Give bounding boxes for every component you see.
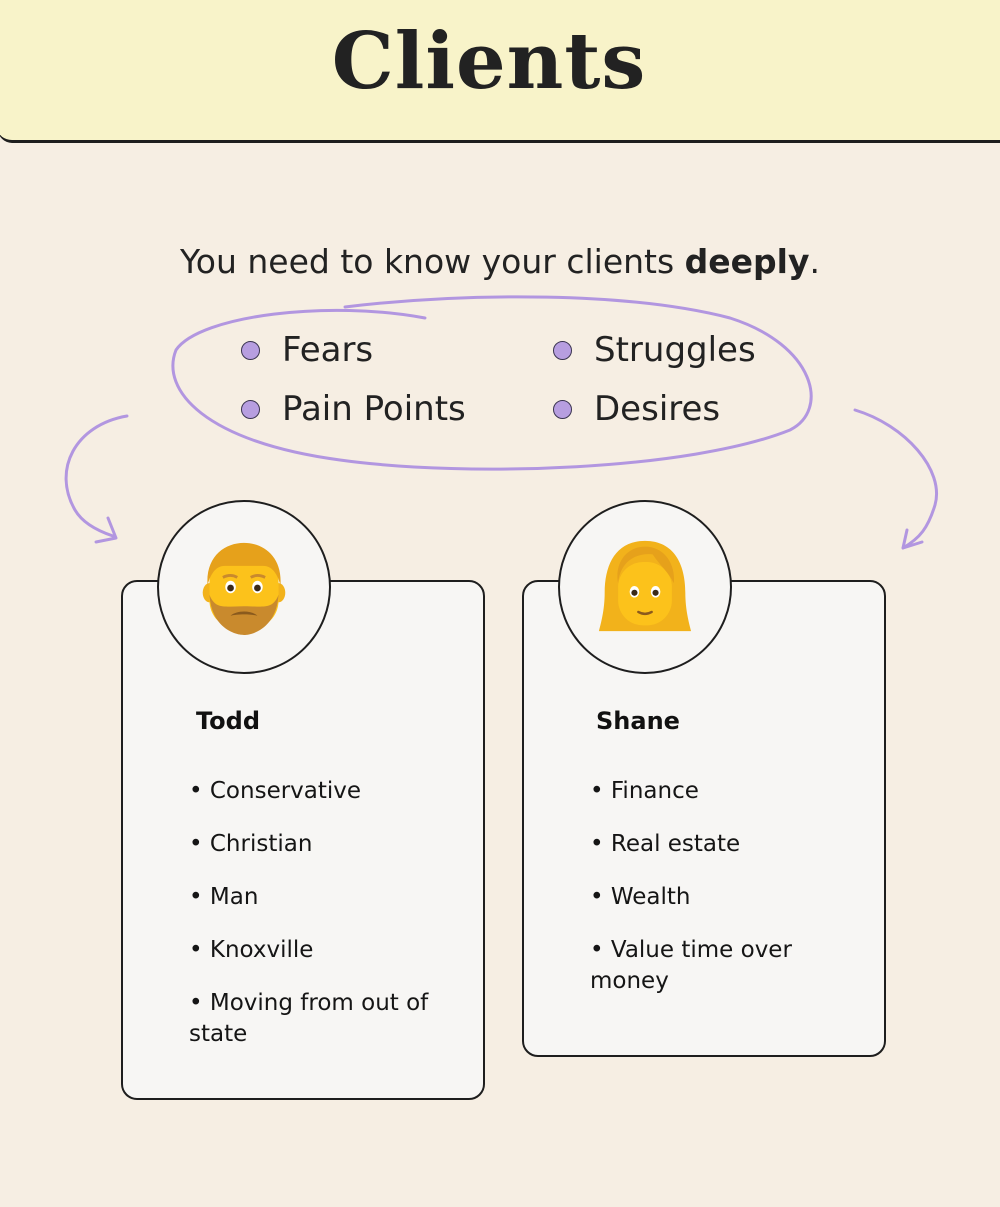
point-label: Fears	[282, 330, 374, 370]
point-label: Pain Points	[282, 389, 466, 429]
man-with-beard-icon	[202, 542, 286, 635]
bullet-dot-icon	[241, 399, 260, 419]
point-label: Desires	[594, 389, 721, 429]
intro-text: You need to know your clients deeply.	[0, 242, 1000, 281]
client-name-shane: Shane	[596, 707, 680, 735]
right-arrow-icon	[853, 408, 938, 550]
client-attribute: • Real estate	[590, 831, 741, 857]
client-avatar-todd	[157, 500, 331, 674]
point-pain-points: Pain Points	[241, 389, 466, 429]
woman-icon	[598, 540, 692, 632]
point-label: Struggles	[594, 330, 756, 370]
header-banner: Clients	[0, 0, 1000, 143]
client-name-todd: Todd	[196, 707, 261, 735]
client-attribute: • Knoxville	[189, 937, 314, 963]
client-attribute: • Christian	[189, 831, 313, 857]
left-arrow-icon	[64, 414, 129, 544]
intro-suffix: .	[809, 242, 821, 281]
point-fears: Fears	[241, 330, 373, 370]
intro-prefix: You need to know your clients	[180, 242, 685, 281]
client-card-todd	[121, 580, 485, 1100]
client-attribute: • Man	[189, 884, 259, 910]
bullet-dot-icon	[241, 340, 260, 360]
intro-emphasis: deeply	[684, 242, 810, 281]
bullet-dot-icon	[553, 399, 572, 419]
highlight-ellipse	[171, 295, 813, 471]
point-struggles: Struggles	[553, 330, 756, 370]
client-attribute: • Moving from out of state	[189, 990, 429, 1047]
bullet-dot-icon	[553, 340, 572, 360]
client-attribute: • Conservative	[189, 778, 362, 804]
client-attribute: • Finance	[590, 778, 699, 804]
client-avatar-shane	[558, 500, 732, 674]
client-attribute: • Wealth	[590, 884, 691, 910]
point-desires: Desires	[553, 389, 720, 429]
page-title: Clients	[331, 16, 647, 107]
client-attribute: • Value time over money	[590, 937, 792, 994]
